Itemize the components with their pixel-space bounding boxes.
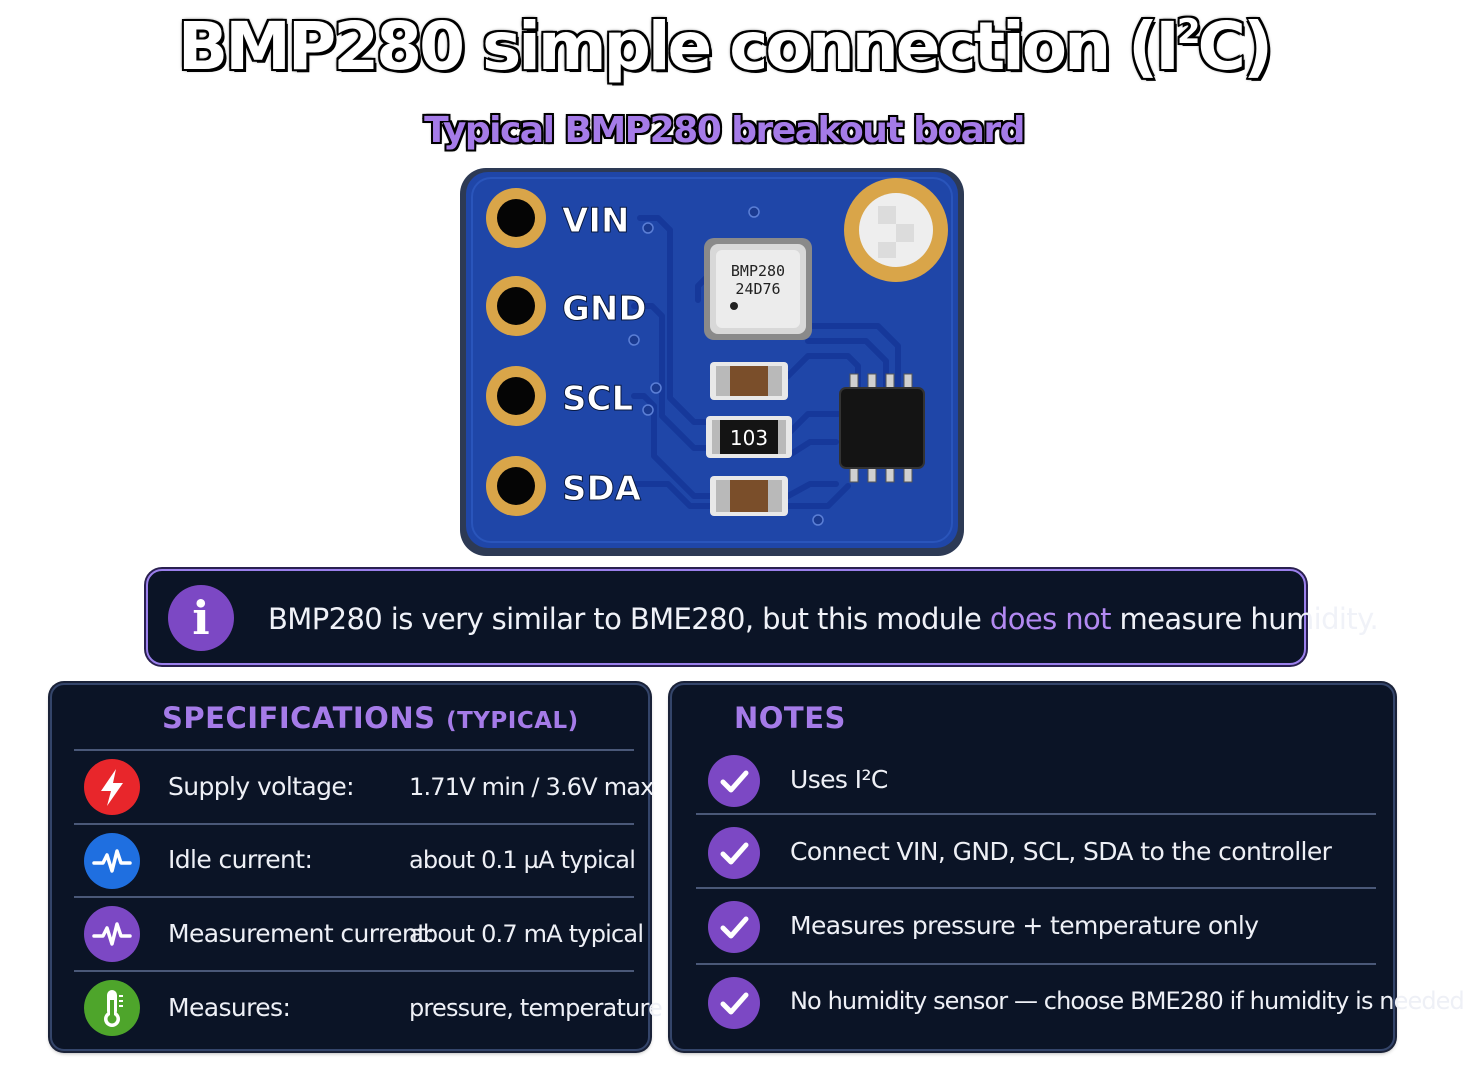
- pin-label-scl: SCL: [562, 379, 633, 419]
- pin-label-gnd: GND: [562, 289, 647, 329]
- pin-label-sda: SDA: [562, 469, 642, 509]
- info-text: BMP280 is very similar to BME280, but th…: [268, 602, 1379, 636]
- note-item: Connect VIN, GND, SCL, SDA to the contro…: [672, 823, 1393, 883]
- note-item: No humidity sensor — choose BME280 if hu…: [672, 975, 1464, 1035]
- resistor-103: 103: [706, 416, 792, 458]
- board-subtitle: Typical BMP280 breakout board: [424, 110, 1025, 151]
- check-icon: [708, 977, 760, 1029]
- spec-row-measurement-current: Measurement current: about 0.7 mA typica…: [52, 898, 648, 970]
- check-icon: [708, 901, 760, 953]
- check-icon: [708, 827, 760, 879]
- check-icon: [708, 755, 760, 807]
- spec-row-idle-current: Idle current: about 0.1 µA typical: [52, 825, 648, 897]
- spec-row-supply-voltage: Supply voltage: 1.71V min / 3.6V max: [52, 751, 654, 823]
- regulator-ic: [839, 373, 925, 483]
- page-title: BMP280 simple connection (I2C): [176, 7, 1274, 87]
- pulse-icon: [84, 906, 140, 962]
- specifications-panel: SPECIFICATIONS (TYPICAL) Supply voltage:…: [50, 683, 663, 1051]
- lightning-icon: [84, 759, 140, 815]
- capacitor-bottom: [710, 476, 788, 516]
- pin-label-vin: VIN: [562, 201, 629, 241]
- note-item: Uses I²C: [672, 751, 1393, 811]
- svg-text:BMP280: BMP280: [731, 262, 785, 280]
- pulse-icon: [84, 833, 140, 889]
- bmp280-breakout-board: VIN GND SCL SDA BMP280 24D76 103: [460, 168, 964, 556]
- info-banner: i BMP280 is very similar to BME280, but …: [146, 569, 1379, 665]
- capacitor-top: [710, 362, 788, 400]
- notes-panel: NOTES Uses I²C Connect VIN, GND, SCL, SD…: [670, 683, 1464, 1051]
- specifications-heading: SPECIFICATIONS (TYPICAL): [162, 701, 579, 735]
- spec-row-measures: Measures: pressure, temperature: [52, 972, 663, 1044]
- thermometer-icon: [84, 980, 140, 1036]
- info-icon: i: [168, 585, 234, 651]
- notes-heading: NOTES: [734, 701, 846, 735]
- info-highlight: does not: [989, 602, 1112, 636]
- svg-text:103: 103: [730, 426, 768, 450]
- pin-pads: [486, 188, 546, 516]
- svg-text:24D76: 24D76: [735, 280, 780, 298]
- bmp280-sensor-chip: BMP280 24D76: [704, 238, 812, 340]
- note-item: Measures pressure + temperature only: [672, 899, 1393, 959]
